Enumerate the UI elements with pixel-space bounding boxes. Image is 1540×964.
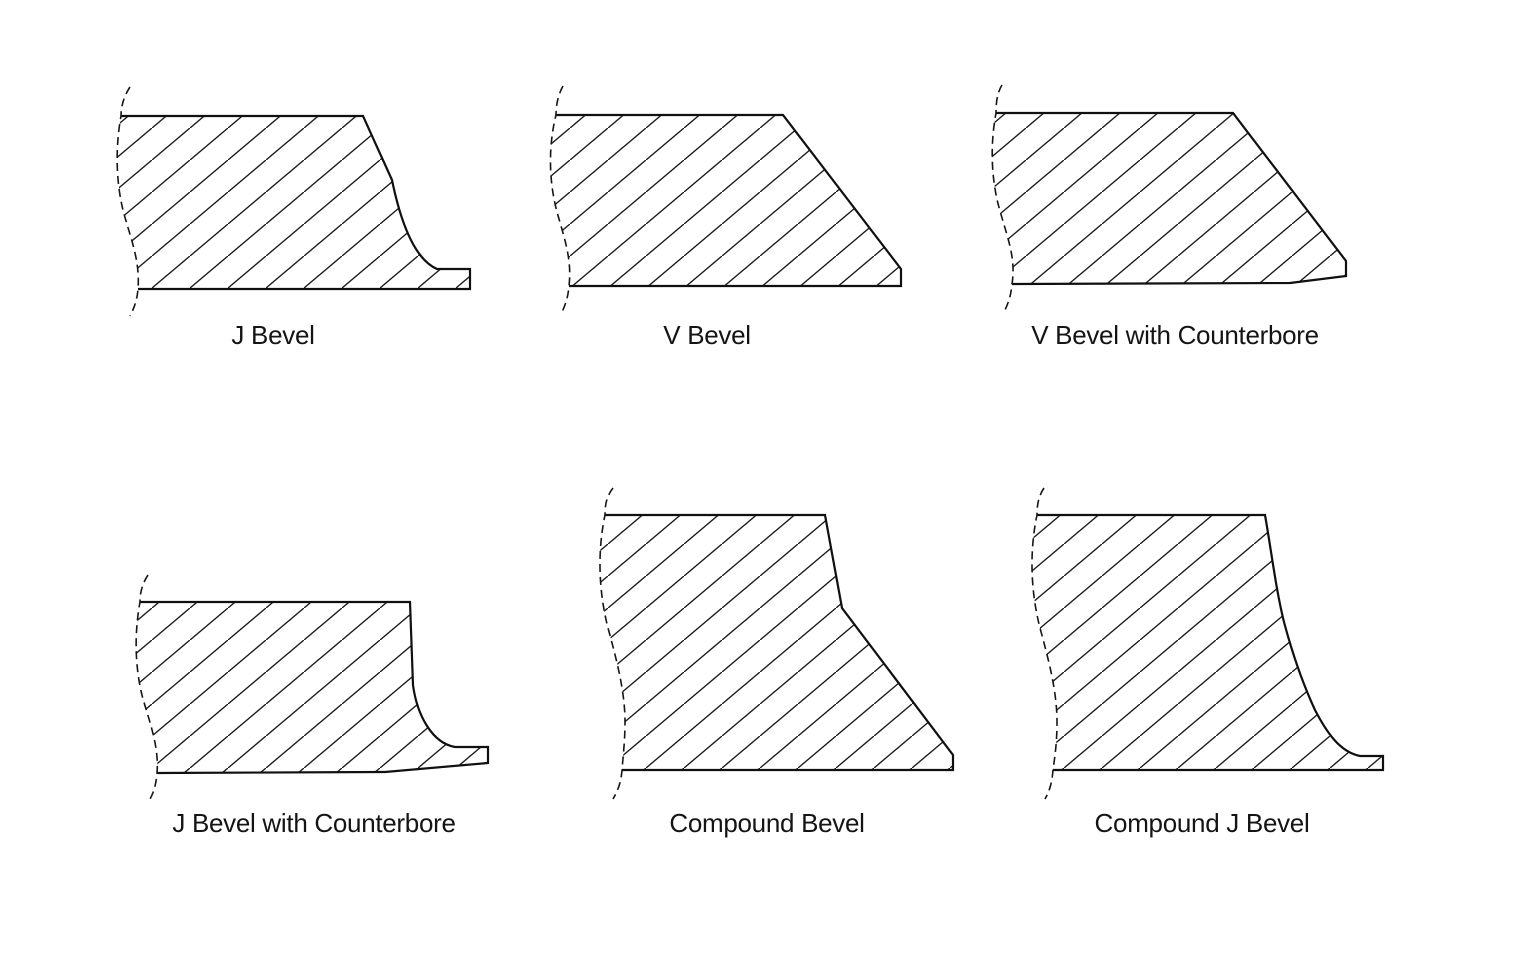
figure-compound-j-bevel (1031, 487, 1385, 800)
compound-j-bevel-outline (1037, 513, 1385, 772)
j-bevel-pipe-wall-dashed-line (116, 86, 140, 317)
figure-compound-bevel (599, 487, 955, 800)
figure-label-compound-bevel: Compound Bevel (669, 808, 865, 838)
compound-j-bevel-hatched-section (1031, 515, 1383, 770)
figure-label-j-bevel: J Bevel (231, 320, 315, 350)
figure-v-bevel (549, 85, 903, 315)
j-bevel-hatched-section (117, 116, 471, 289)
figure-v-bevel-counterbore (991, 84, 1348, 313)
compound-bevel-pipe-wall-dashed-line (599, 487, 626, 800)
compound-bevel-outline (605, 513, 955, 772)
j-bevel-outline (121, 114, 472, 291)
j-bevel-counterbore-pipe-wall-dashed-line (135, 574, 159, 802)
figure-label-v-bevel-counterbore: V Bevel with Counterbore (1031, 320, 1319, 350)
compound-j-bevel-pipe-wall-dashed-line (1031, 487, 1058, 800)
figure-label-compound-j-bevel: Compound J Bevel (1094, 808, 1310, 838)
v-bevel-outline (556, 113, 903, 288)
compound-bevel-hatched-section (599, 515, 953, 770)
j-bevel-counterbore-outline (140, 600, 490, 775)
v-bevel-pipe-wall-dashed-line (549, 85, 571, 315)
figure-j-bevel (116, 86, 472, 317)
figure-label-j-bevel-counterbore: J Bevel with Counterbore (172, 808, 456, 838)
v-bevel-counterbore-pipe-wall-dashed-line (991, 84, 1014, 313)
v-bevel-counterbore-outline (996, 111, 1348, 286)
j-bevel-counterbore-hatched-section (136, 602, 488, 773)
figure-j-bevel-counterbore (135, 574, 490, 802)
v-bevel-hatched-section (550, 115, 901, 286)
v-bevel-counterbore-hatched-section (992, 113, 1346, 284)
figure-label-v-bevel: V Bevel (663, 320, 751, 350)
